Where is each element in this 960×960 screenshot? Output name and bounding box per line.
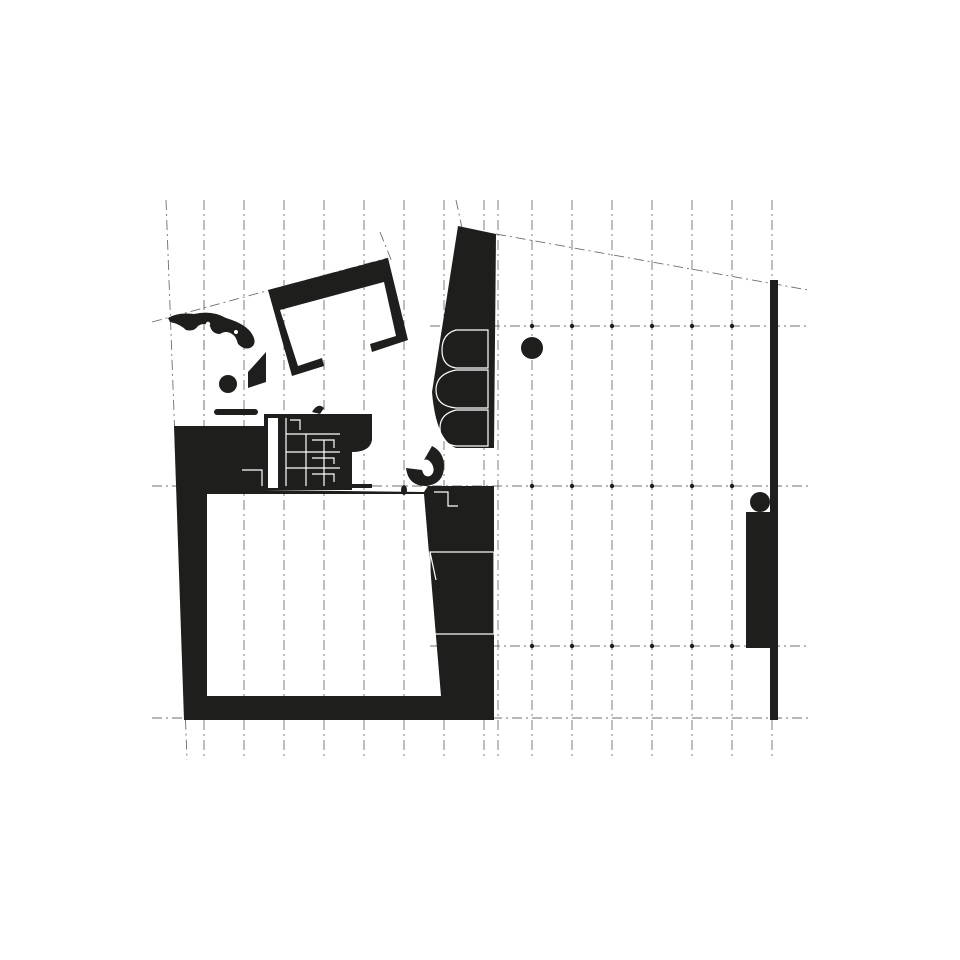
column-small [219,375,237,393]
core-partitions [242,418,340,488]
grid-intersection-dots [529,323,735,649]
door-knob-mark [401,485,407,495]
counter-bar [214,409,258,415]
bench-seat-1 [441,329,489,369]
ornamental-fragment [168,312,255,349]
bench-seat-2 [435,369,489,409]
angled-pavilion [268,258,408,376]
column-round [521,337,543,359]
service-core [238,405,372,490]
lower-right-room [429,488,495,635]
right-boundary-wall [746,280,778,720]
spiral-stair [406,446,444,486]
bench-wall [432,226,496,448]
main-wall-block [174,426,494,720]
bench-seat-3 [439,409,489,447]
wedge-element [248,352,266,388]
